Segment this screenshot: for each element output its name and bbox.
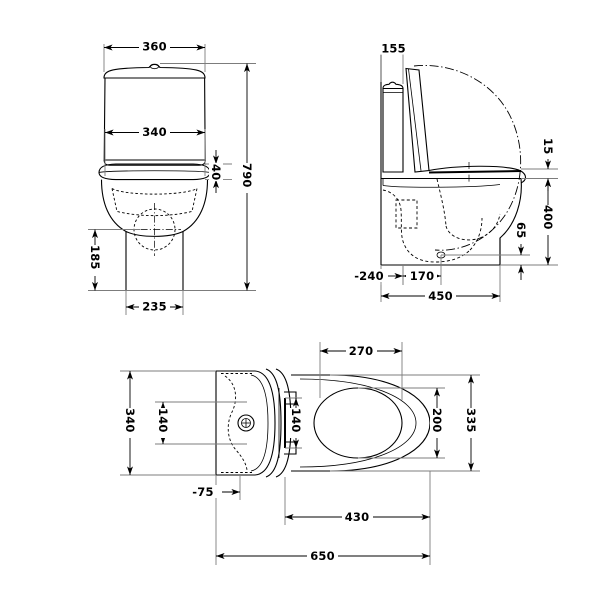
plan-dim-430: 430 [284,471,431,525]
front-dim-40: 40 [205,150,232,193]
side-dim-65: 65 [441,222,530,280]
side-dim-155: 155 [378,41,409,84]
plan-dim-430-label: 430 [345,510,370,524]
plan-dim-75: -75 [187,475,241,505]
side-dim-240: -240 [352,265,404,290]
front-dim-790: 790 [120,63,256,291]
side-geometry [380,55,527,266]
side-dim-155-label: 155 [381,42,406,56]
plan-dim-75-label: -75 [192,485,213,499]
front-dim-235: 235 [125,290,184,315]
plan-dim-650-label: 650 [310,549,335,563]
front-dim-360: 360 [103,40,206,72]
plan-dim-335: 335 [330,374,480,472]
view-side-elevation: 155 15 400 65 [352,41,558,303]
side-dim-240-label: -240 [354,269,384,283]
view-plan: 340 140 140 270 [120,342,480,565]
side-dim-400-label: 400 [541,205,555,230]
plan-dim-140-cistern-label: 140 [156,408,170,433]
front-dim-360-label: 360 [142,40,167,54]
side-dim-450: 450 [380,265,501,303]
plan-dim-335-label: 335 [464,408,478,433]
view-front-elevation: 360 340 40 790 [88,40,256,315]
front-dim-790-label: 790 [240,163,254,188]
front-dim-235-label: 235 [142,300,167,314]
plan-dim-340: 340 [120,370,216,476]
plan-dim-140-pan: 140 [285,397,303,449]
front-dim-340-label: 340 [142,125,167,139]
side-dim-65-label: 65 [514,222,528,238]
plan-dim-340-label: 340 [123,408,137,433]
plan-dim-650: 650 [215,505,431,565]
front-dim-40-label: 40 [209,164,223,180]
side-dim-15-label: 15 [541,138,555,154]
plan-dim-270: 270 [319,342,403,400]
front-dim-185: 185 [88,229,140,291]
front-dim-185-label: 185 [88,245,102,270]
plan-dim-140-cistern: 140 [155,401,247,445]
front-dim-340: 340 [104,125,206,176]
side-dim-170-label: 170 [410,269,435,283]
plan-dim-200: 200 [358,387,445,459]
side-dim-170: 170 [402,255,442,285]
plan-dim-200-label: 200 [430,408,444,433]
side-dim-450-label: 450 [428,289,453,303]
plan-dim-140-pan-label: 140 [289,408,303,433]
plan-dim-270-label: 270 [349,344,374,358]
